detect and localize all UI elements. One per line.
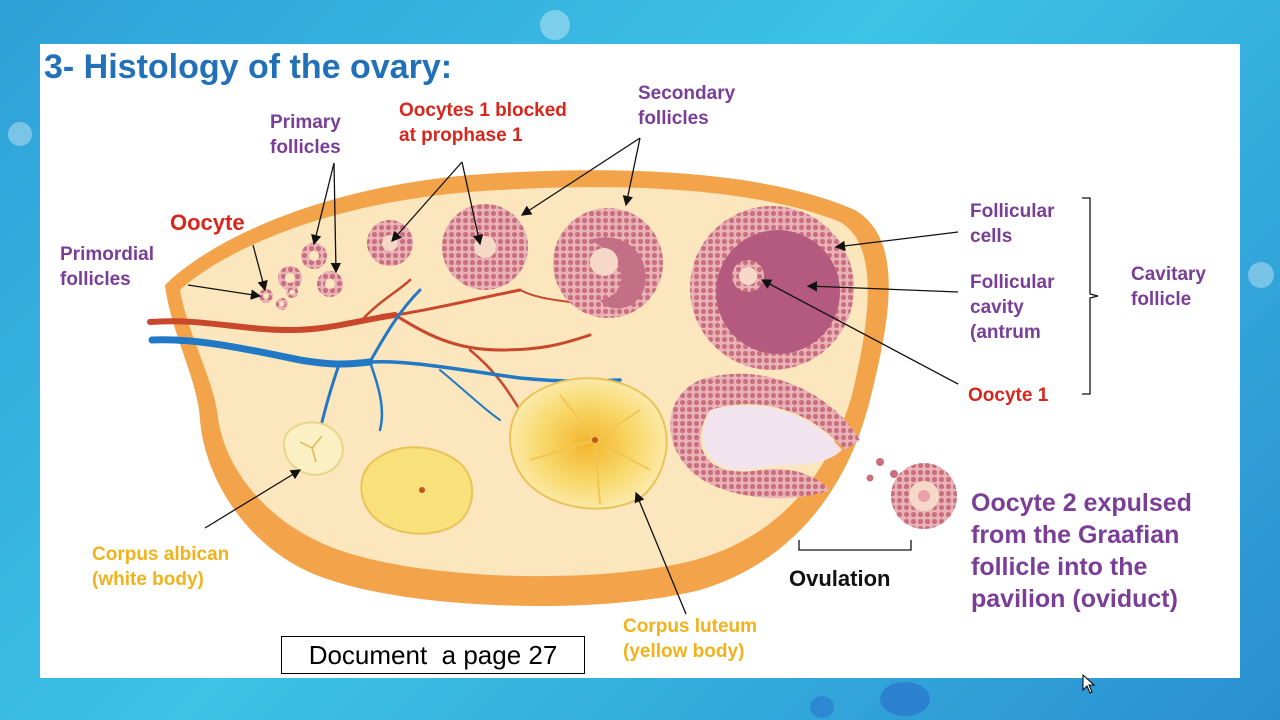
label-corpus-luteum: Corpus luteum (yellow body): [623, 616, 758, 662]
decor-bubble: [8, 122, 32, 146]
label-oocyte-2-expulsed: Oocyte 2 expulsed from the Graafian foll…: [971, 489, 1192, 613]
label-secondary-follicles: Secondary follicles: [638, 83, 736, 129]
label-oocytes-blocked: Oocytes 1 blocked at prophase 1: [399, 100, 567, 146]
document-reference-box: Document a page 27: [281, 636, 585, 674]
ruptured-follicle: [670, 373, 860, 499]
decor-bubble: [810, 696, 834, 718]
cavitary-bracket: [1082, 197, 1099, 395]
artery: [147, 278, 592, 412]
label-primordial-follicles: Primordial follicles: [60, 244, 154, 290]
regressing-corpus: [360, 446, 474, 535]
corpus-luteum: [509, 377, 668, 510]
label-oocyte-1: Oocyte 1: [968, 385, 1049, 406]
label-follicular-cells: Follicular cells: [970, 201, 1055, 247]
label-follicular-cavity: Follicular cavity (antrum: [970, 272, 1055, 343]
primary-follicles: [278, 243, 343, 297]
slide-title: 3- Histology of the ovary:: [44, 48, 453, 86]
mouse-cursor-icon: [1082, 674, 1096, 694]
label-primary-follicles: Primary follicles: [270, 112, 341, 158]
decor-bubble: [880, 682, 930, 716]
decor-bubble: [540, 10, 570, 40]
ovulation-bracket: [798, 540, 912, 551]
pointer-lines: [187, 137, 959, 615]
label-cavitary-follicle: Cavitary follicle: [1131, 264, 1206, 310]
expelled-oocyte: [866, 458, 957, 529]
label-corpus-albican: Corpus albican (white body): [92, 544, 230, 590]
label-ovulation: Ovulation: [789, 566, 891, 591]
secondary-follicles: [367, 204, 663, 318]
label-oocyte: Oocyte: [170, 210, 245, 235]
decor-bubble: [1248, 262, 1274, 288]
cavitary-follicle: [690, 206, 854, 370]
corpus-albican: [283, 421, 344, 476]
